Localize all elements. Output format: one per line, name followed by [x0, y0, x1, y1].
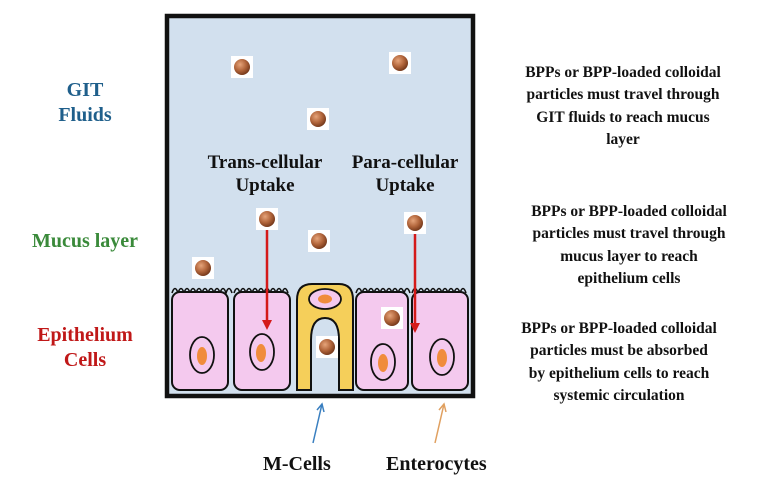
m-cells-label: M-Cells	[263, 453, 331, 475]
m-cell	[296, 283, 354, 391]
particle	[256, 208, 278, 230]
particle	[307, 108, 329, 130]
particle	[192, 257, 214, 279]
particle	[231, 56, 253, 78]
para-cellular-uptake-label: Para-cellular Uptake	[351, 152, 459, 196]
particle	[389, 52, 411, 74]
enterocytes-label: Enterocytes	[386, 453, 487, 475]
enterocyte-1	[171, 291, 229, 391]
enterocyte-pointer	[434, 402, 447, 444]
enterocyte-2	[233, 291, 291, 391]
particle	[308, 230, 330, 252]
epithelium-cells-label: Epithelium Cells	[37, 324, 133, 371]
particle	[316, 336, 338, 358]
epithelium-description: BPPs or BPP-loaded colloidal particles m…	[521, 320, 717, 405]
mucus-description: BPPs or BPP-loaded colloidal particles m…	[531, 203, 727, 288]
git-fluids-label: GIT Fluids	[58, 79, 112, 126]
particles	[192, 52, 426, 358]
git-box-border	[164, 13, 476, 399]
mucus-layer-label: Mucus layer	[31, 230, 139, 252]
git-description: BPPs or BPP-loaded colloidal particles m…	[525, 64, 721, 149]
m-cell-pointer	[312, 402, 325, 444]
enterocyte-3	[355, 291, 409, 391]
trans-cellular-uptake-label: Trans-cellular Uptake	[207, 152, 323, 196]
particle	[381, 307, 403, 329]
enterocyte-4	[411, 291, 469, 391]
particle	[404, 212, 426, 234]
